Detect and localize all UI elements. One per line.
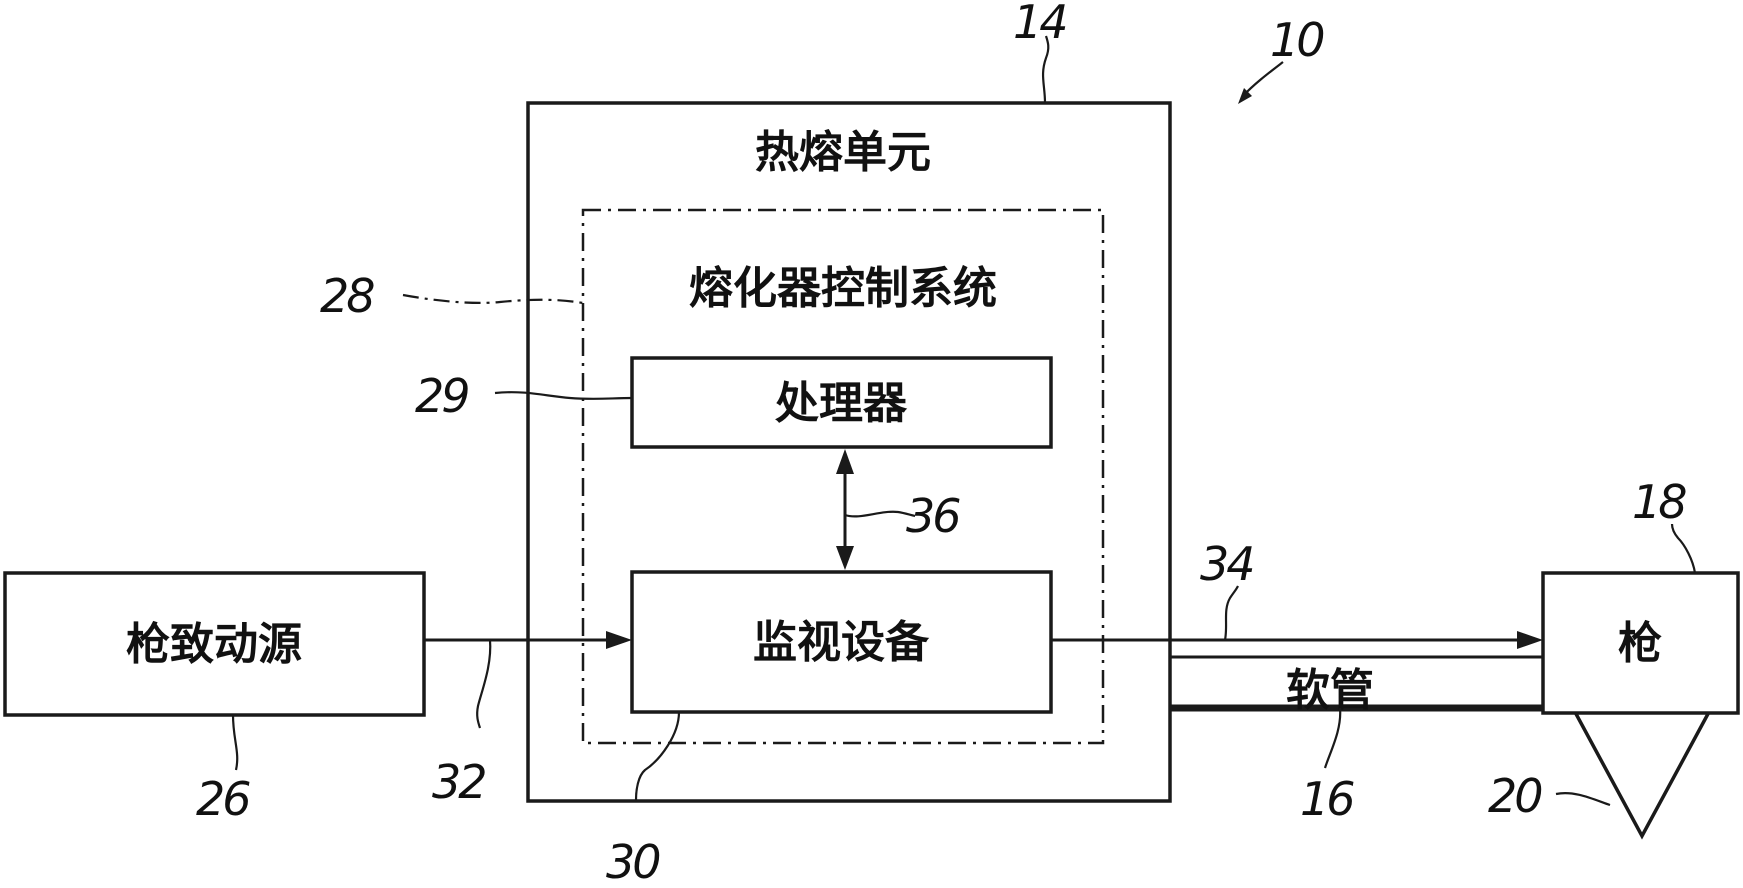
hose [1170,655,1543,712]
ref-10: 10 [1270,13,1323,67]
leader-14 [1041,35,1050,104]
ref-16: 16 [1300,772,1354,826]
output-signal-arrow [1051,631,1543,649]
melter-control-system-boundary [581,208,1105,745]
bidirectional-link-arrow [836,449,854,570]
leader-26 [231,714,239,771]
leader-30 [634,711,681,801]
processor-box [630,356,1053,449]
leader-20 [1555,792,1611,807]
gun-box [1541,571,1740,715]
actuation-signal-arrow [424,631,632,649]
gun-label: 枪 [1618,618,1662,669]
hot-melt-unit-label: 热熔单元 [755,127,931,178]
ref-26: 26 [196,772,250,826]
ref-28: 28 [320,269,374,323]
system-reference-arrow [1238,61,1284,104]
leader-29 [494,391,633,400]
ref-30: 30 [606,835,659,888]
ref-36: 36 [906,489,960,543]
ref-14: 14 [1013,0,1066,49]
hose-label: 软管 [1286,665,1374,716]
ref-20: 20 [1488,769,1541,823]
nozzle-triangle [1572,710,1712,840]
processor-label: 处理器 [775,378,908,429]
melter-control-system-label: 熔化器控制系统 [689,263,997,314]
leader-32 [476,639,492,729]
ref-18: 18 [1632,475,1686,529]
leader-16 [1323,707,1342,769]
leader-18 [1670,523,1697,574]
leader-28 [402,293,584,305]
gun-actuation-source-box [3,571,426,717]
gun-actuation-source-label: 枪致动源 [126,619,302,670]
leader-34 [1223,585,1239,641]
ref-32: 32 [432,755,485,809]
monitoring-device-label: 监视设备 [753,617,930,668]
leader-36 [844,510,916,518]
ref-29: 29 [415,369,468,423]
monitoring-device-box [630,570,1053,714]
ref-34: 34 [1200,537,1253,591]
